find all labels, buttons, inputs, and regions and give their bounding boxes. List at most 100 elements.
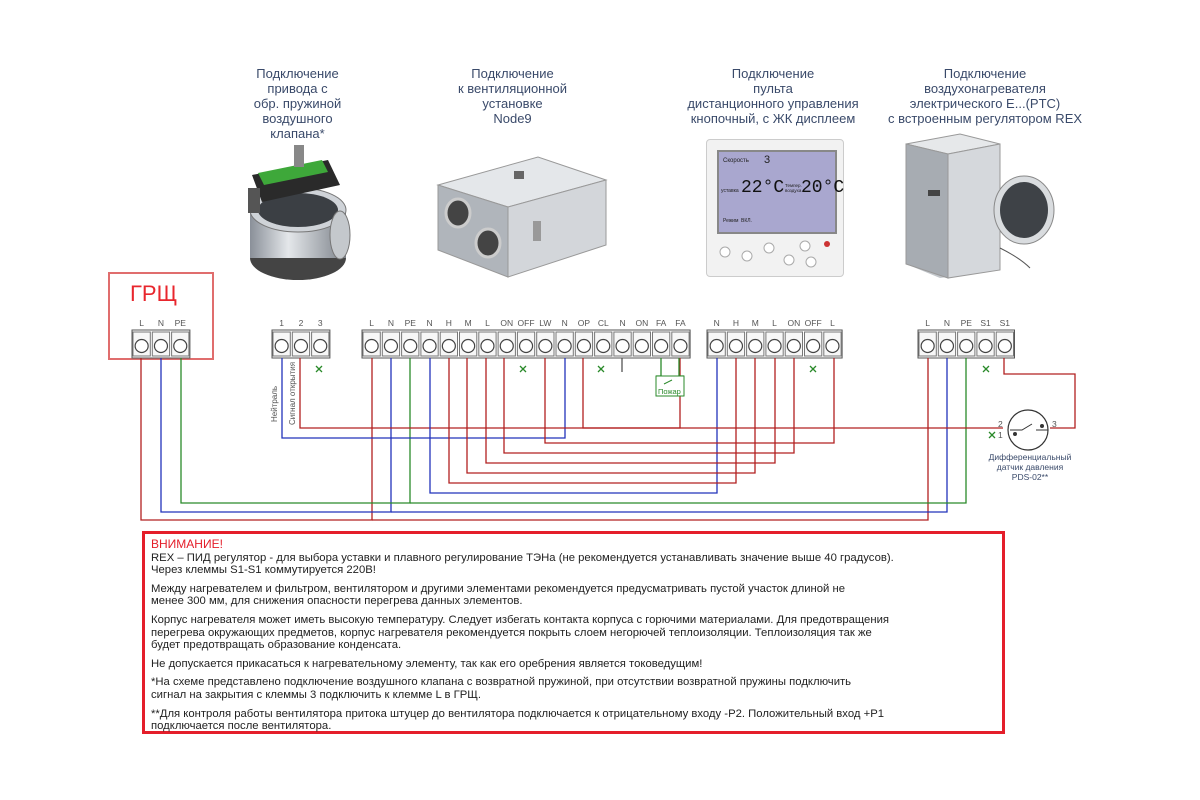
wire-remote-l (485, 358, 776, 464)
unit-terminal-label: N (387, 318, 394, 328)
unit-terminal-screw (673, 338, 688, 354)
unit-terminal-label: CL (597, 318, 609, 328)
unit-terminal-label: OP (577, 318, 591, 328)
lcd-actual-value: 20°C (801, 178, 845, 198)
wire-damper-signal (299, 358, 681, 429)
remote-terminal-label: M (751, 318, 759, 328)
damper-actuator-image (248, 145, 351, 280)
unit-terminal-screw (538, 338, 553, 354)
heater-terminal-label: L (925, 318, 930, 328)
sensor-pin2: 2 (998, 419, 1003, 429)
grsh-label: ГРЩ (130, 281, 178, 306)
unit-terminal-label: N (426, 318, 433, 328)
lcd-mode-label: Режим (723, 218, 739, 224)
unit-terminal-screw (383, 338, 399, 354)
grsh-terminal-label: N (157, 318, 164, 328)
unit-terminal-screw (461, 338, 476, 354)
wire-sensor-common (582, 358, 1003, 429)
wire-earth-main (180, 358, 411, 504)
damper-terminal-label: 3 (317, 318, 323, 328)
unused-marks (315, 365, 996, 439)
unit-terminal-screw (403, 338, 418, 354)
heater-terminal-screw (939, 338, 955, 354)
unit-terminal-screw (499, 338, 514, 354)
unit-terminal-label: H (445, 318, 452, 328)
fire-label: Пожар (658, 387, 681, 396)
unit-terminal-label: FA (675, 318, 686, 328)
grsh-terminal-screw (153, 338, 169, 354)
unit-terminal-label: LW (539, 318, 552, 328)
unit-terminal-label: FA (655, 318, 667, 328)
unit-terminal-screw (576, 338, 592, 354)
damper-terminal-screw (293, 338, 309, 354)
remote-terminal-screw (806, 338, 821, 354)
lcd-actual-label: Темпер. воздуха (785, 183, 802, 193)
heater-terminal-screw (920, 338, 935, 354)
damper-terminal-screw (313, 338, 328, 354)
lcd-set-label: уставка (721, 188, 739, 194)
heater-terminal-screw (978, 338, 993, 354)
unit-terminal-screw (422, 338, 437, 354)
unit-terminal-screw (557, 338, 572, 354)
heater-terminal-screw (959, 338, 974, 354)
wire-neutral-main (160, 358, 392, 513)
remote-buttons (719, 240, 830, 268)
lcd-speed-label: Скорость (723, 158, 749, 164)
unit-title: Подключение к вентиляционной установке N… (457, 66, 568, 126)
wire-neutral-heater (391, 358, 948, 513)
unit-terminal-screw (634, 338, 649, 354)
remote-terminal-label: N (713, 318, 720, 328)
unit-terminal-label: OFF (517, 318, 535, 328)
remote-terminal-label: L (830, 318, 835, 328)
unit-terminal-label: N (561, 318, 568, 328)
sensor-pin3: 3 (1052, 419, 1057, 429)
warning-notice: ВНИМАНИЕ! REX – ПИД регулятор - для выбо… (142, 531, 1005, 734)
heater-terminal-label: PE (960, 318, 972, 328)
wire-remote-h (448, 358, 737, 484)
wire-phase-main (140, 358, 373, 521)
unit-terminal-screw (441, 338, 456, 354)
wire-damper-neutral (281, 358, 566, 439)
remote-terminal-screw (767, 338, 782, 354)
wire-phase-heater (372, 358, 929, 521)
unit-terminal-screw (596, 338, 611, 354)
unit-terminal-label: N (619, 318, 626, 328)
lcd-mode-value: ВКЛ. (741, 218, 752, 224)
remote-terminal-label: ON (787, 318, 801, 328)
sensor-pin1: 1 (998, 430, 1003, 440)
grsh-terminal-label: PE (174, 318, 186, 328)
lcd-speed-value: 3 (764, 154, 771, 166)
sensor-label: Дифференциальный датчик давления PDS-02*… (988, 452, 1072, 482)
remote-title: Подключение пульта дистанционного управл… (687, 66, 859, 126)
unit-terminal-label: L (369, 318, 374, 328)
remote-terminal-screw (748, 338, 763, 354)
lcd-screen: Скорость 3 уставка 22°C Темпер. воздуха … (717, 150, 844, 234)
unit-terminal-screw (480, 338, 495, 354)
warning-paragraph: *На схеме представлено подключение возду… (151, 676, 852, 701)
warning-paragraph: **Для контроля работы вентилятора приток… (151, 707, 885, 733)
unit-terminal-label: L (485, 318, 490, 328)
lcd-set-value: 22°C (741, 178, 785, 198)
warning-paragraph: Не допускается прикасаться к нагреватель… (151, 657, 703, 670)
unit-terminal-screw (364, 338, 379, 354)
unit-terminal-label: PE (404, 318, 416, 328)
heater-terminal-label: N (943, 318, 950, 328)
grsh-terminal-screw (134, 338, 149, 354)
warning-paragraph: Корпус нагревателя может иметь высокую т… (151, 613, 889, 652)
warning-title: ВНИМАНИЕ! (151, 537, 223, 551)
heater-title: Подключение воздухонагревателя электриче… (887, 66, 1083, 126)
remote-panel: Скорость 3 уставка 22°C Темпер. воздуха … (706, 139, 844, 277)
heater-image (905, 133, 1055, 279)
warning-paragraph: Между нагревателем и фильтром, вентилято… (151, 582, 845, 608)
warning-paragraph: REX – ПИД регулятор - для выбора уставки… (151, 551, 894, 577)
unit-terminal-label: ON (635, 318, 649, 328)
wire-earth-heater (410, 358, 967, 504)
damper-title: Подключение привода с обр. пружиной возд… (253, 66, 342, 141)
remote-terminal-screw (825, 338, 840, 354)
wire-remote-lw (544, 358, 835, 444)
unit-terminal-screw (518, 338, 534, 354)
wire-remote-m (466, 358, 756, 474)
wire-remote-n (429, 358, 718, 494)
heater-terminal-label: S1 (980, 318, 991, 328)
